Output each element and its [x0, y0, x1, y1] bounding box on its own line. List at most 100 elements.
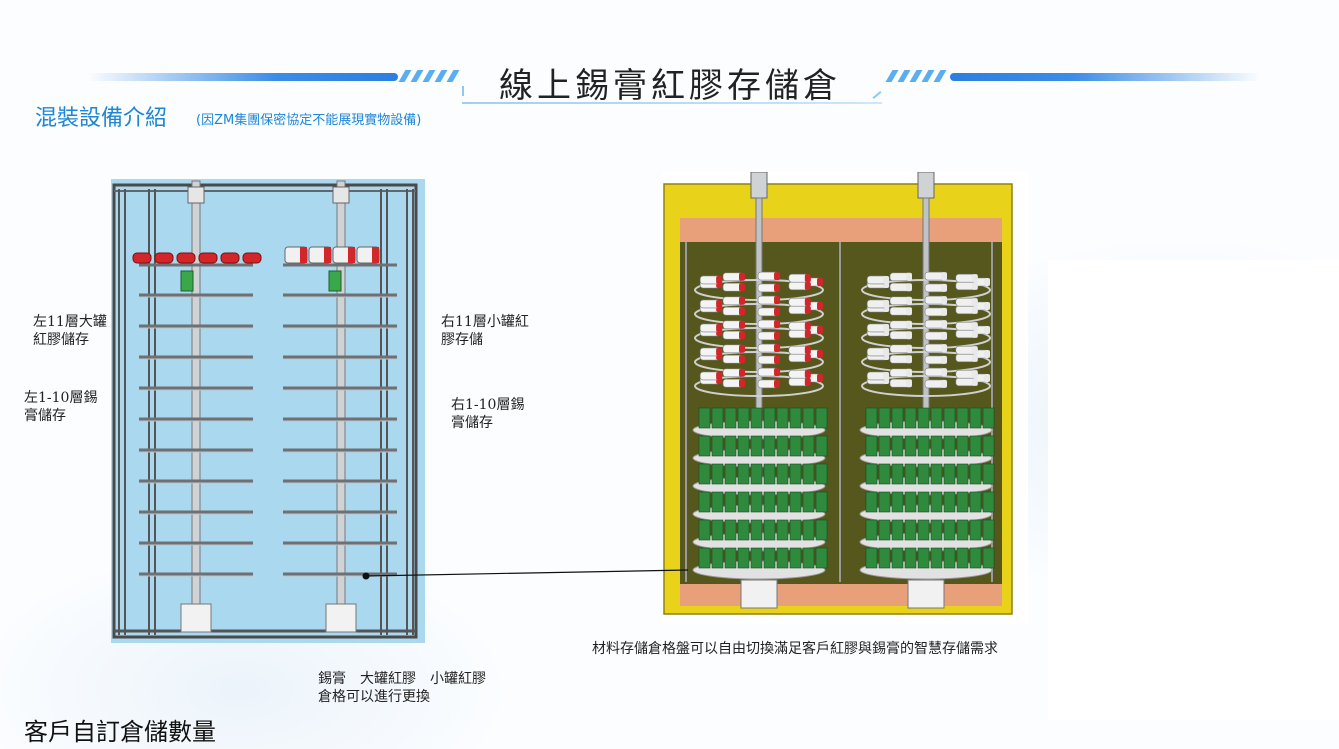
paste-jar-right — [878, 463, 891, 485]
paste-jar-left — [789, 547, 802, 569]
cartridge-tip-right — [971, 281, 978, 290]
glue-cartridge-left — [132, 252, 152, 264]
paste-jar-right — [930, 491, 943, 513]
cartridge-tip-right — [971, 353, 978, 362]
paste-jar-right — [956, 463, 969, 485]
cartridge-tip-right — [941, 283, 948, 292]
cabinet-top-panel — [680, 218, 1002, 242]
cartridge-tip-left — [817, 302, 823, 310]
shaft-base-motor — [180, 603, 212, 633]
paste-jar-right — [878, 407, 891, 429]
paste-jar-left — [737, 407, 750, 429]
header-line-left — [88, 73, 398, 81]
label-left-top: 左11層大罐紅膠儲存 — [33, 314, 107, 348]
paste-jar-left — [750, 463, 763, 485]
cartridge-tip-left — [817, 326, 823, 334]
cartridge-tip-right — [971, 322, 978, 331]
paste-jar-left — [815, 519, 828, 541]
paste-jar-left — [802, 519, 815, 541]
paste-jar-left — [737, 491, 750, 513]
cartridge-tip-right — [941, 272, 948, 281]
label-left-bottom: 左1-10層錫膏儲存 — [24, 390, 98, 424]
cartridge-tip-right — [941, 368, 948, 377]
paste-jar-right — [969, 463, 982, 485]
paste-jar-right — [982, 407, 995, 429]
cartridge-tip-right — [941, 331, 948, 340]
cartridge-tip-left — [716, 347, 723, 356]
cartridge-tip-right — [941, 355, 948, 364]
cartridge-tip-right — [906, 331, 912, 340]
background-panel — [1048, 260, 1339, 720]
cartridge-tip-left — [739, 355, 745, 364]
paste-jar-right — [969, 547, 982, 569]
cartridge-tip-right — [971, 298, 978, 307]
paste-jar-left — [789, 463, 802, 485]
paste-jar-right — [917, 463, 930, 485]
paste-jar-right — [917, 491, 930, 513]
cartridge-tip-right — [941, 296, 948, 305]
paste-jar-right — [328, 270, 342, 292]
paste-jar-right — [956, 547, 969, 569]
paste-jar-right — [891, 519, 904, 541]
base-motor-right — [907, 579, 945, 609]
paste-jar-right — [917, 547, 930, 569]
glue-cap-right — [300, 247, 307, 263]
paste-jar-left — [711, 463, 724, 485]
paste-jar-right — [930, 407, 943, 429]
paste-jar-left — [776, 407, 789, 429]
paste-jar-right — [878, 435, 891, 457]
cartridge-tip-right — [906, 379, 912, 388]
paste-jar-left — [737, 519, 750, 541]
cartridge-tip-left — [739, 368, 745, 377]
cartridge-tip-right — [984, 302, 990, 310]
paste-jar-right — [865, 435, 878, 457]
cartridge-tip-left — [716, 323, 723, 332]
left-schematic — [111, 179, 425, 643]
cartridge-tip-right — [906, 307, 912, 316]
cartridge-tip-left — [739, 320, 745, 329]
glue-cartridge-left — [220, 252, 240, 264]
paste-jar-left — [180, 270, 194, 292]
paste-jar-right — [943, 407, 956, 429]
paste-jar-right — [956, 491, 969, 513]
paste-jar-left — [698, 463, 711, 485]
paste-jar-left — [711, 519, 724, 541]
base-motor-left — [740, 579, 778, 609]
paste-jar-left — [789, 491, 802, 513]
paste-jar-right — [904, 519, 917, 541]
cartridge-tip-left — [739, 344, 745, 353]
cartridge-tip-right — [906, 272, 912, 281]
paste-jar-right — [943, 491, 956, 513]
paste-jar-right — [956, 435, 969, 457]
paste-jar-right — [982, 435, 995, 457]
cartridge-tip-right — [906, 355, 912, 364]
cartridge-tip-right — [941, 307, 948, 316]
glue-cartridge-left — [154, 252, 174, 264]
paste-jar-left — [789, 519, 802, 541]
glue-cartridge-left — [242, 252, 262, 264]
cartridge-tip-left — [804, 298, 811, 307]
paste-jar-left — [698, 547, 711, 569]
cartridge-tip-right — [941, 320, 948, 329]
cartridge-tip-left — [804, 370, 811, 379]
paste-jar-left — [698, 435, 711, 457]
label-right-top: 右11層小罐紅膠存儲 — [441, 314, 529, 348]
paste-jar-right — [969, 519, 982, 541]
cartridge-tip-right — [971, 370, 978, 379]
paste-jar-left — [776, 519, 789, 541]
paste-jar-right — [943, 435, 956, 457]
paste-jar-right — [943, 519, 956, 541]
paste-jar-left — [750, 491, 763, 513]
paste-jar-left — [763, 491, 776, 513]
paste-jar-left — [724, 407, 737, 429]
paste-jar-right — [891, 547, 904, 569]
cartridge-tip-right — [883, 275, 890, 284]
paste-jar-right — [878, 491, 891, 513]
cartridge-tip-left — [739, 307, 745, 316]
right-cabinet-render — [662, 172, 1028, 624]
paste-jar-left — [724, 463, 737, 485]
cabinet-bottom-panel — [680, 584, 1002, 606]
paste-jar-right — [891, 435, 904, 457]
paste-jar-right — [943, 547, 956, 569]
cartridge-tip-right — [984, 350, 990, 358]
